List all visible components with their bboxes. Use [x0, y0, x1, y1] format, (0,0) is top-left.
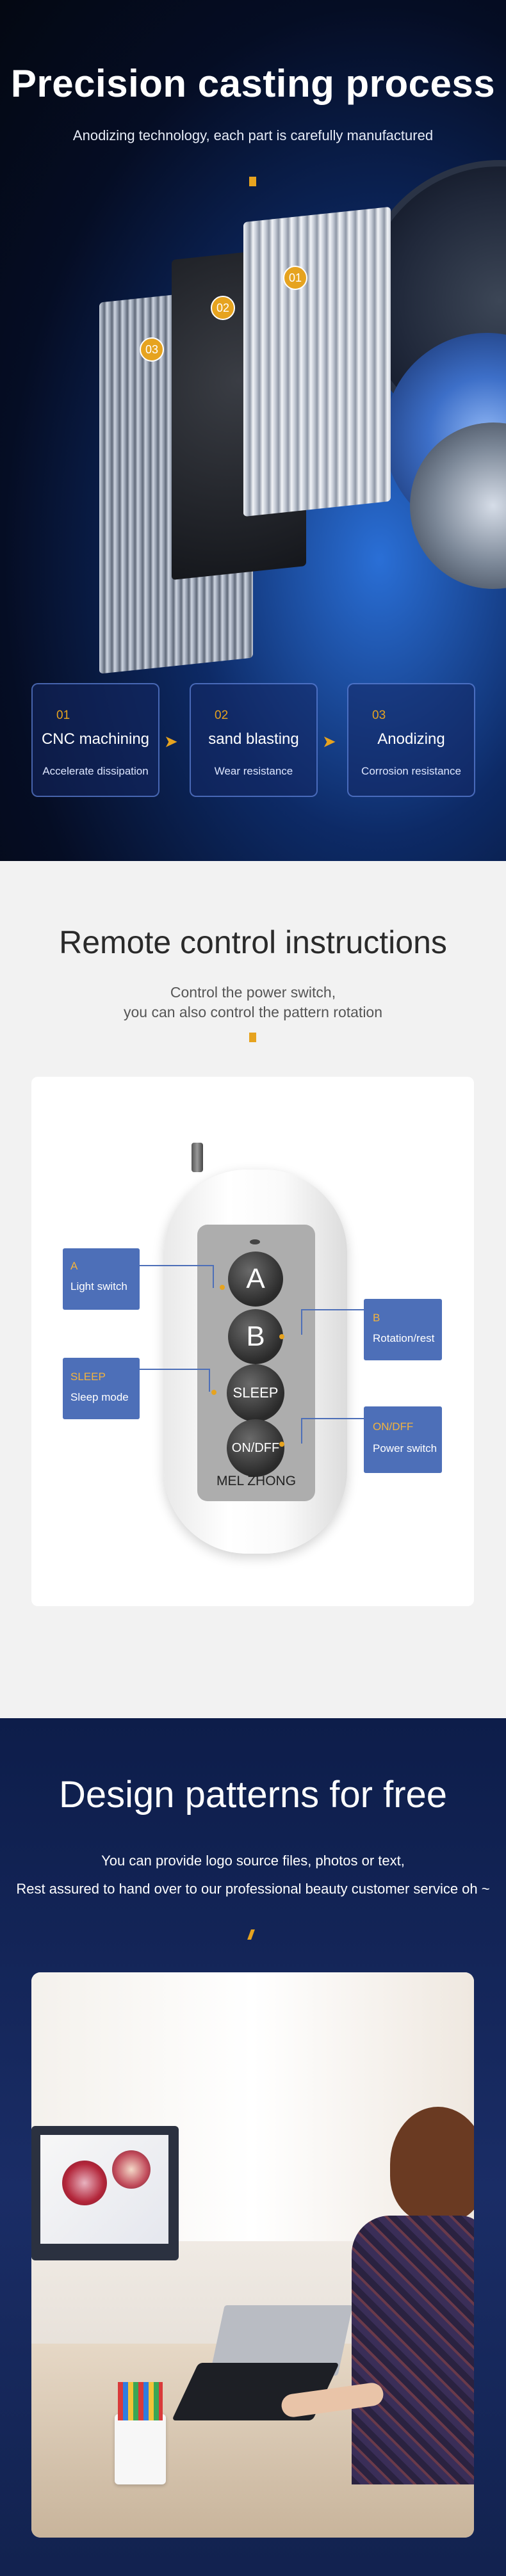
badge-03: 03 — [140, 337, 164, 362]
step-name: CNC machining — [41, 730, 150, 748]
design-section: Design patterns for free You can provide… — [0, 1718, 506, 2576]
badge-02: 02 — [211, 296, 235, 320]
label-light-switch: A Light switch — [63, 1248, 140, 1310]
step-desc: Accelerate dissipation — [42, 765, 149, 777]
remote-button-a[interactable]: A — [228, 1252, 283, 1307]
design-title: Design patterns for free — [58, 1774, 448, 1815]
remote-led — [250, 1239, 260, 1244]
person-shirt-image — [352, 2216, 474, 2484]
step-name: sand blasting — [208, 730, 299, 748]
label-rotation: B Rotation/rest — [364, 1299, 442, 1360]
label-key: A — [70, 1260, 78, 1272]
connector-line — [213, 1265, 214, 1288]
step-number: 03 — [372, 709, 386, 722]
designer-photo — [31, 1972, 474, 2538]
label-text: Light switch — [70, 1280, 127, 1292]
precision-title: Precision casting process — [10, 62, 496, 105]
remote-button-b[interactable]: B — [228, 1309, 283, 1364]
pen-cup-image — [115, 2414, 166, 2484]
label-text: Power switch — [373, 1442, 437, 1454]
pattern-preview-image — [62, 2161, 107, 2205]
monitor-screen — [40, 2135, 168, 2244]
connector-line — [301, 1309, 302, 1335]
step-card-cnc: 01 CNC machining Accelerate dissipation — [31, 683, 159, 797]
connector-line — [140, 1369, 210, 1370]
remote-subtitle-line1: Control the power switch, — [170, 984, 336, 1001]
accent-dash — [249, 177, 256, 186]
arrow-icon: ➤ — [164, 732, 178, 751]
pointer-dot — [279, 1334, 284, 1339]
label-key: B — [373, 1312, 380, 1324]
precision-section: Precision casting process Anodizing tech… — [0, 0, 506, 861]
step-card-anodizing: 03 Anodizing Corrosion resistance — [347, 683, 475, 797]
label-key: ON/DFF — [373, 1421, 414, 1433]
step-card-sand: 02 sand blasting Wear resistance — [190, 683, 318, 797]
connector-line — [140, 1265, 213, 1266]
anodized-layer-image — [243, 206, 391, 517]
connector-line — [209, 1369, 210, 1392]
pointer-dot — [279, 1442, 284, 1447]
badge-01: 01 — [283, 266, 307, 290]
accent-dash — [247, 1929, 255, 1940]
label-sleep: SLEEP Sleep mode — [63, 1358, 140, 1419]
pencils-image — [118, 2382, 163, 2420]
label-text: Rotation/rest — [373, 1332, 435, 1344]
remote-antenna — [192, 1143, 203, 1172]
step-desc: Corrosion resistance — [361, 765, 461, 777]
remote-subtitle-line2: you can also control the pattern rotatio… — [123, 1004, 383, 1020]
step-desc: Wear resistance — [214, 765, 293, 777]
person-hair-image — [390, 2107, 474, 2222]
label-text: Sleep mode — [70, 1391, 129, 1403]
accent-dash — [249, 1033, 256, 1042]
remote-title: Remote control instructions — [59, 924, 447, 960]
connector-line — [301, 1418, 364, 1419]
step-name: Anodizing — [377, 730, 445, 748]
remote-brand: MEL ZHONG — [216, 1474, 297, 1488]
monitor-image — [31, 2126, 179, 2260]
pointer-dot — [211, 1390, 216, 1395]
pattern-preview-image — [112, 2150, 151, 2189]
step-number: 02 — [215, 709, 229, 722]
remote-button-sleep[interactable]: SLEEP — [227, 1364, 284, 1422]
precision-subtitle: Anodizing technology, each part is caref… — [72, 127, 434, 143]
label-key: SLEEP — [70, 1371, 106, 1383]
step-number: 01 — [56, 709, 70, 722]
pointer-dot — [220, 1285, 225, 1290]
connector-line — [301, 1309, 364, 1310]
design-subtitle-line2: Rest assured to hand over to our profess… — [16, 1881, 490, 1897]
arrow-icon: ➤ — [322, 732, 336, 751]
design-subtitle-line1: You can provide logo source files, photo… — [101, 1853, 405, 1869]
label-power: ON/DFF Power switch — [364, 1406, 442, 1473]
remote-button-power[interactable]: ON/DFF — [227, 1419, 284, 1477]
connector-line — [301, 1418, 302, 1444]
remote-section: Remote control instructions Control the … — [0, 861, 506, 1718]
